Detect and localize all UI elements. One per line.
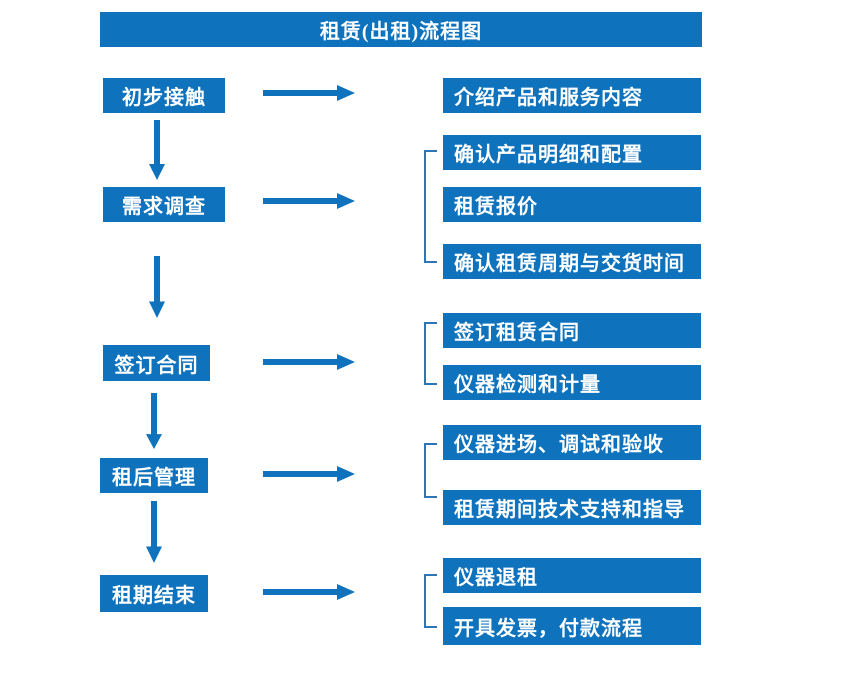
output-box-sign-rental-contract: 签订租赁合同 bbox=[443, 313, 701, 348]
arrow-down-icon bbox=[146, 393, 162, 449]
flowchart-title: 租赁(出租)流程图 bbox=[100, 12, 702, 47]
output-box-instrument-return: 仪器退租 bbox=[443, 558, 701, 593]
arrow-right-icon bbox=[263, 84, 355, 102]
bracket-connector bbox=[424, 150, 437, 263]
output-box-confirm-period: 确认租赁周期与交货时间 bbox=[443, 244, 701, 279]
step-box-rental-end: 租期结束 bbox=[100, 575, 208, 612]
output-box-rental-quote: 租赁报价 bbox=[443, 187, 701, 222]
bracket-connector bbox=[424, 322, 437, 385]
output-box-instrument-testing: 仪器检测和计量 bbox=[443, 365, 701, 400]
bracket-connector bbox=[424, 574, 437, 628]
arrow-down-icon bbox=[149, 256, 165, 318]
output-box-confirm-details: 确认产品明细和配置 bbox=[443, 135, 701, 170]
arrow-right-icon bbox=[263, 192, 355, 210]
step-box-post-rental: 租后管理 bbox=[100, 458, 208, 493]
arrow-right-icon bbox=[263, 465, 355, 483]
arrow-right-icon bbox=[263, 583, 355, 601]
output-box-invoice-payment: 开具发票，付款流程 bbox=[443, 607, 701, 645]
step-box-sign-contract: 签订合同 bbox=[103, 345, 210, 381]
arrow-right-icon bbox=[263, 353, 355, 371]
output-box-instrument-setup: 仪器进场、调试和验收 bbox=[443, 425, 701, 460]
bracket-connector bbox=[424, 443, 437, 498]
arrow-down-icon bbox=[146, 501, 162, 563]
step-box-initial-contact: 初步接触 bbox=[103, 78, 225, 113]
arrow-down-icon bbox=[149, 120, 165, 180]
step-box-demand-survey: 需求调查 bbox=[103, 187, 225, 222]
output-box-introduce-products: 介绍产品和服务内容 bbox=[443, 78, 701, 113]
output-box-tech-support: 租赁期间技术支持和指导 bbox=[443, 490, 701, 525]
